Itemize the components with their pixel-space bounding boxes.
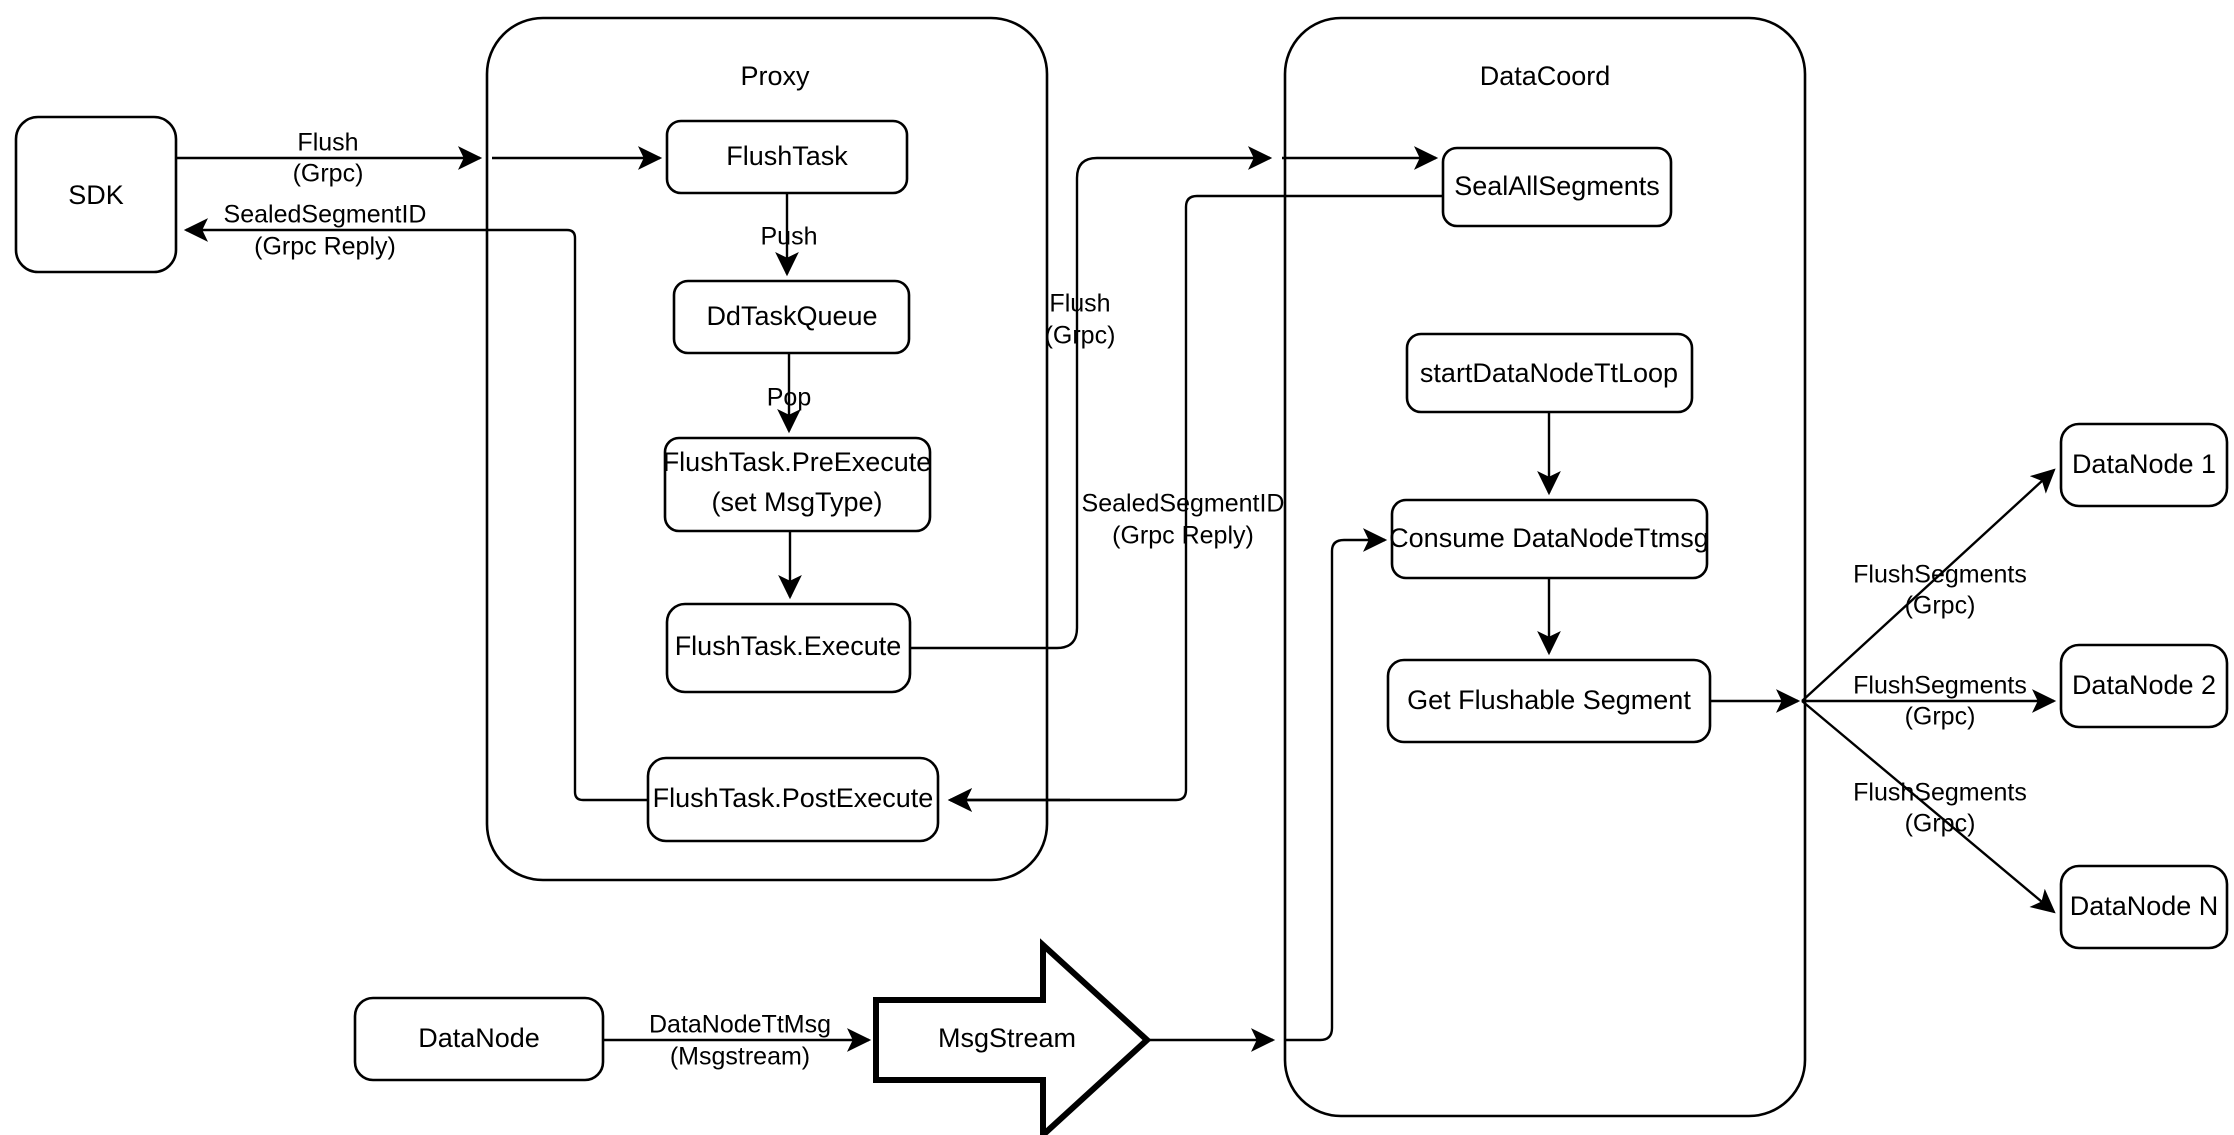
edge-datacoord-inlet-to-consume xyxy=(1285,528,1388,1042)
node-execute[interactable]: FlushTask.Execute xyxy=(665,602,912,694)
dd-task-queue-label: DdTaskQueue xyxy=(706,301,877,331)
node-start-tt-loop[interactable]: startDataNodeTtLoop xyxy=(1405,332,1694,414)
node-msgstream[interactable]: MsgStream xyxy=(873,938,1152,1135)
datanode-bottom-label: DataNode xyxy=(418,1023,540,1053)
pre-execute-box[interactable] xyxy=(663,436,932,533)
edge-label-flushsegments-2-line1: FlushSegments xyxy=(1853,672,2027,700)
node-datanode-bottom[interactable]: DataNode xyxy=(353,996,605,1082)
node-get-flushable-segment[interactable]: Get Flushable Segment xyxy=(1386,658,1712,744)
node-seal-all-segments[interactable]: SealAllSegments xyxy=(1441,146,1673,228)
node-dd-task-queue[interactable]: DdTaskQueue xyxy=(672,279,911,355)
edge-label-flushsegments-n-line1: FlushSegments xyxy=(1853,779,2027,807)
post-execute-label: FlushTask.PostExecute xyxy=(653,783,934,813)
datanode-2-box[interactable] xyxy=(2059,643,2229,729)
datanode-1-box[interactable] xyxy=(2059,422,2229,508)
dd-task-queue-box[interactable] xyxy=(672,279,911,355)
node-datanode-n[interactable]: DataNode N xyxy=(2059,864,2229,950)
datanode-2-label: DataNode 2 xyxy=(2072,670,2216,700)
datacoord-container xyxy=(1283,16,1807,1118)
consume-ttmsg-label: Consume DataNodeTtmsg xyxy=(1389,523,1709,553)
edge-label-flushsegments-2-line2: (Grpc) xyxy=(1905,703,1976,731)
edge-label-pop: Pop xyxy=(767,384,811,412)
edge-junction-to-datanode-1 xyxy=(1801,468,2056,702)
get-flushable-segment-label: Get Flushable Segment xyxy=(1407,685,1691,715)
edge-label-flushsegments-n-line2: (Grpc) xyxy=(1905,810,1976,838)
pre-execute-label-line2: (set MsgType) xyxy=(711,487,882,517)
edge-label-sealedsegmentid-sdk-line1: SealedSegmentID xyxy=(224,201,427,229)
edge-label-push: Push xyxy=(761,223,818,251)
edge-label-sealedsegmentid-sdk-line2: (Grpc Reply) xyxy=(254,233,396,261)
edge-label-flush-grpc-line2: (Grpc) xyxy=(293,160,364,188)
sdk-box[interactable] xyxy=(14,115,178,274)
group-proxy: Proxy xyxy=(485,16,1049,882)
proxy-group-label: Proxy xyxy=(740,61,810,91)
node-pre-execute[interactable]: FlushTask.PreExecute (set MsgType) xyxy=(663,436,932,533)
datanode-1-label: DataNode 1 xyxy=(2072,449,2216,479)
edge-label-datanodettmsg-line2: (Msgstream) xyxy=(670,1043,810,1071)
msgstream-label: MsgStream xyxy=(938,1023,1076,1053)
execute-label: FlushTask.Execute xyxy=(675,631,902,661)
edge-label-sealedsegmentid-coord-line2: (Grpc Reply) xyxy=(1112,522,1254,550)
edge-proxy-to-datacoord-flush xyxy=(910,146,1273,650)
node-consume-ttmsg[interactable]: Consume DataNodeTtmsg xyxy=(1389,498,1709,580)
datacoord-group-label: DataCoord xyxy=(1480,61,1611,91)
node-post-execute[interactable]: FlushTask.PostExecute xyxy=(646,756,940,843)
seal-all-segments-label: SealAllSegments xyxy=(1454,171,1660,201)
node-datanode-1[interactable]: DataNode 1 xyxy=(2059,422,2229,508)
edge-datacoord-to-proxy-sealedsegmentid xyxy=(947,194,1443,812)
group-datacoord: DataCoord xyxy=(1283,16,1807,1118)
node-flush-task[interactable]: FlushTask xyxy=(665,119,909,195)
edge-label-flush-grpc-line1: Flush xyxy=(297,129,358,157)
start-tt-loop-label: startDataNodeTtLoop xyxy=(1420,358,1678,388)
node-sdk[interactable]: SDK xyxy=(14,115,178,274)
edge-label-flushsegments-1-line2: (Grpc) xyxy=(1905,592,1976,620)
proxy-container xyxy=(485,16,1049,882)
edge-proxy-to-sdk-sealedsegmentid xyxy=(183,218,648,802)
datanode-n-label: DataNode N xyxy=(2070,891,2219,921)
edge-label-sealedsegmentid-coord-line1: SealedSegmentID xyxy=(1082,490,1285,518)
msgstream-arrow-shape[interactable] xyxy=(873,938,1152,1135)
node-datanode-2[interactable]: DataNode 2 xyxy=(2059,643,2229,729)
sdk-label: SDK xyxy=(68,180,124,210)
edge-label-datanodettmsg-line1: DataNodeTtMsg xyxy=(649,1011,831,1039)
edge-label-flush-to-coord-line1: Flush xyxy=(1049,290,1110,318)
pre-execute-label-line1: FlushTask.PreExecute xyxy=(663,447,932,477)
flush-task-label: FlushTask xyxy=(726,141,848,171)
edge-label-flushsegments-1-line1: FlushSegments xyxy=(1853,561,2027,589)
datanode-n-box[interactable] xyxy=(2059,864,2229,950)
edge-label-flush-to-coord-line2: (Grpc) xyxy=(1045,322,1116,350)
seal-all-segments-box[interactable] xyxy=(1441,146,1673,228)
edge-junction-to-datanode-n xyxy=(1801,700,2056,914)
